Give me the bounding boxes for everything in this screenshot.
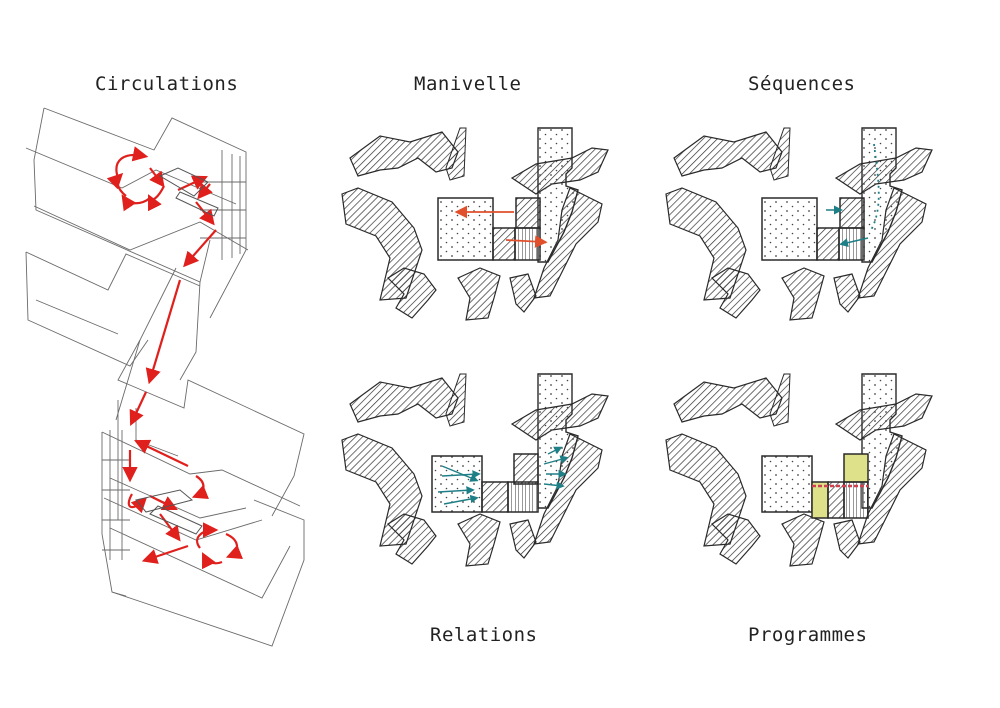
- title-relations: Relations: [430, 624, 538, 646]
- panel-programmes: [665, 373, 933, 567]
- panel-manivelle: [341, 127, 609, 321]
- dotted-block: [437, 197, 494, 261]
- circulation-arrows-upper: [106, 146, 217, 426]
- title-sequences: Séquences: [748, 73, 856, 95]
- circulation-arrows-lower: [122, 439, 244, 570]
- circulations-axonometric: [25, 107, 305, 647]
- hatched-block: [515, 197, 541, 229]
- panel-relations: [341, 373, 609, 567]
- title-manivelle: Manivelle: [414, 73, 522, 95]
- panel-sequences: [665, 127, 933, 321]
- title-circulations: Circulations: [95, 73, 239, 95]
- title-programmes: Programmes: [748, 624, 868, 646]
- circulation-stair-volumes: [135, 167, 219, 535]
